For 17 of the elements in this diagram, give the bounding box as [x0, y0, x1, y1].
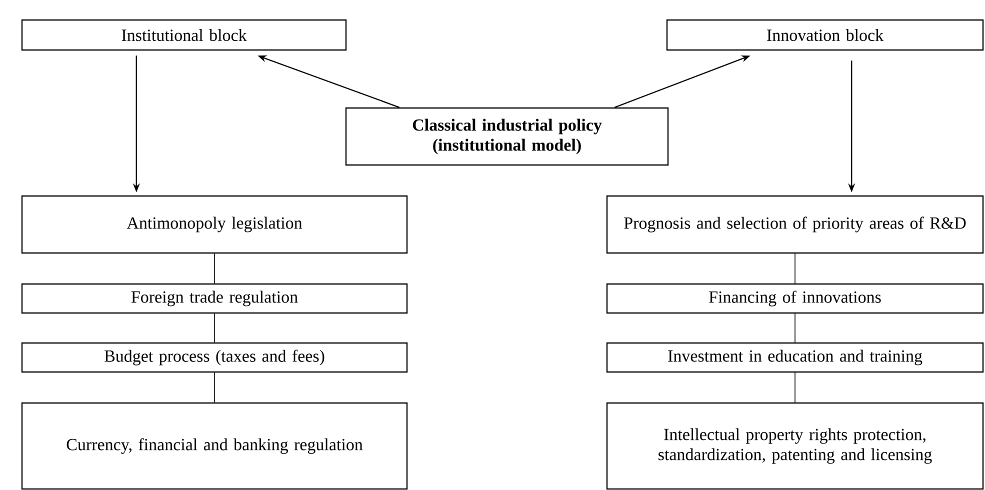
- process-box: Budget process (taxes and fees): [21, 342, 408, 373]
- connector-line: [794, 372, 796, 403]
- block-box: Institutional block: [21, 19, 347, 51]
- policy-box: Classical industrial policy (institutional model): [345, 107, 669, 166]
- process-box: Intellectual property rights protection, standardization, patenting and licensing: [606, 402, 984, 490]
- process-box: Investment in education and training: [606, 342, 984, 373]
- connector-line: [214, 372, 215, 403]
- process-box: Foreign trade regulation: [21, 283, 408, 314]
- connector-line: [214, 253, 215, 284]
- process-box: Currency, financial and banking regulation: [21, 402, 408, 490]
- process-box: Prognosis and selection of priority areas of R&D: [606, 195, 984, 254]
- connector-line: [794, 253, 796, 284]
- connector-line: [214, 313, 215, 343]
- block-box: Innovation block: [666, 19, 984, 51]
- process-box: Antimonopoly legislation: [21, 195, 408, 254]
- connector-line: [794, 313, 796, 343]
- process-box: Financing of innovations: [606, 283, 984, 314]
